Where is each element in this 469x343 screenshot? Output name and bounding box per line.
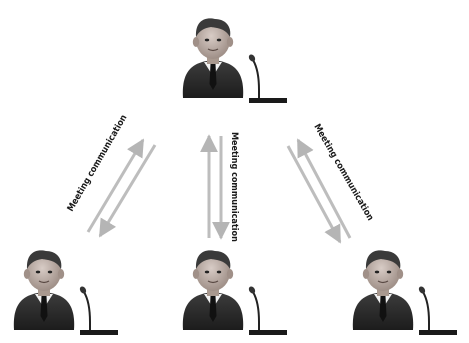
- edge-center: Meeting communication: [200, 132, 239, 242]
- person-at-microphone-icon: [351, 249, 458, 336]
- participant-left-node: [12, 249, 119, 336]
- person-at-microphone-icon: [12, 249, 119, 336]
- edge-left: Meeting communication: [66, 113, 157, 238]
- edge-right: Meeting communication: [286, 123, 375, 244]
- participant-right-node: [351, 249, 458, 336]
- arrow-down-right: [286, 145, 342, 244]
- edge-left-label: Meeting communication: [66, 113, 130, 213]
- edge-center-label: Meeting communication: [229, 132, 239, 242]
- arrow-up-right: [296, 138, 352, 239]
- person-at-microphone-icon: [181, 249, 288, 336]
- presenter-node: [181, 17, 288, 105]
- arrow-up-left: [86, 138, 145, 233]
- person-at-microphone-icon: [181, 17, 288, 105]
- arrow-down-left: [98, 144, 157, 238]
- participant-center-node: [181, 249, 288, 336]
